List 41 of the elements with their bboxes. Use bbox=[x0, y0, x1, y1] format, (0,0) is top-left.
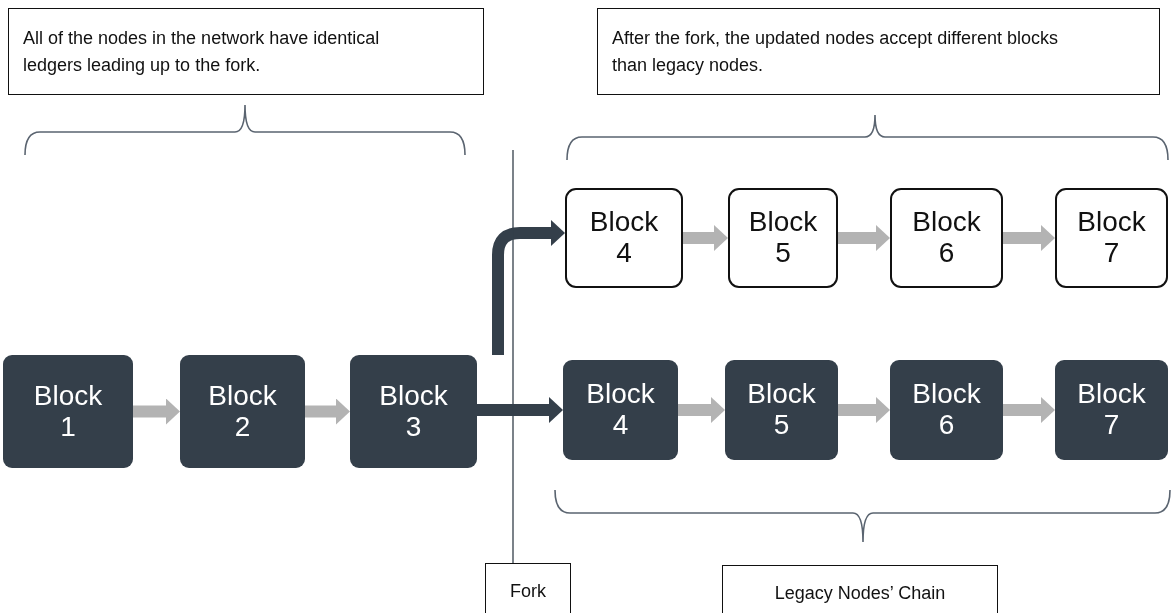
block-label: Block 5 bbox=[746, 379, 817, 441]
arrow bbox=[133, 398, 180, 425]
block-label: Block 7 bbox=[1076, 207, 1147, 269]
arrow bbox=[1003, 225, 1055, 251]
block-box bbox=[728, 188, 838, 288]
block-box bbox=[1055, 188, 1168, 288]
arrow bbox=[305, 398, 350, 425]
note-box bbox=[597, 8, 1160, 95]
block-label: Block 7 bbox=[1076, 379, 1147, 441]
block-box bbox=[350, 355, 477, 468]
arrow bbox=[678, 397, 725, 423]
arrow bbox=[838, 397, 890, 423]
note-text: All of the nodes in the network have identical ledgers leading up to the fork. bbox=[23, 27, 381, 77]
block-label: Block 4 bbox=[585, 379, 656, 441]
block-label: Block 6 bbox=[911, 207, 982, 269]
block-box bbox=[1055, 360, 1168, 460]
arrow bbox=[683, 225, 728, 251]
block-box bbox=[563, 360, 678, 460]
block-label: Block 6 bbox=[911, 379, 982, 441]
arrow bbox=[492, 220, 565, 355]
note-text: After the fork, the updated nodes accept different blocks than legacy nodes. bbox=[612, 27, 1059, 77]
note-text: Fork bbox=[510, 580, 546, 603]
note-box bbox=[485, 563, 571, 613]
fork-line bbox=[512, 149, 514, 564]
block-label: Block 4 bbox=[588, 207, 660, 269]
block-box bbox=[180, 355, 305, 468]
block-label: Block 1 bbox=[32, 380, 104, 443]
block-label: Block 5 bbox=[747, 207, 819, 269]
note-box bbox=[8, 8, 484, 95]
block-label: Block 2 bbox=[207, 380, 278, 443]
note-box bbox=[722, 565, 998, 613]
block-label: Block 3 bbox=[378, 380, 449, 443]
arrow bbox=[1003, 397, 1055, 423]
arrow bbox=[838, 225, 890, 251]
arrow bbox=[477, 397, 563, 423]
block-box bbox=[890, 360, 1003, 460]
block-box bbox=[890, 188, 1003, 288]
block-box bbox=[725, 360, 838, 460]
block-box bbox=[3, 355, 133, 468]
note-text: Legacy Nodes’ Chain bbox=[774, 582, 946, 605]
block-box bbox=[565, 188, 683, 288]
